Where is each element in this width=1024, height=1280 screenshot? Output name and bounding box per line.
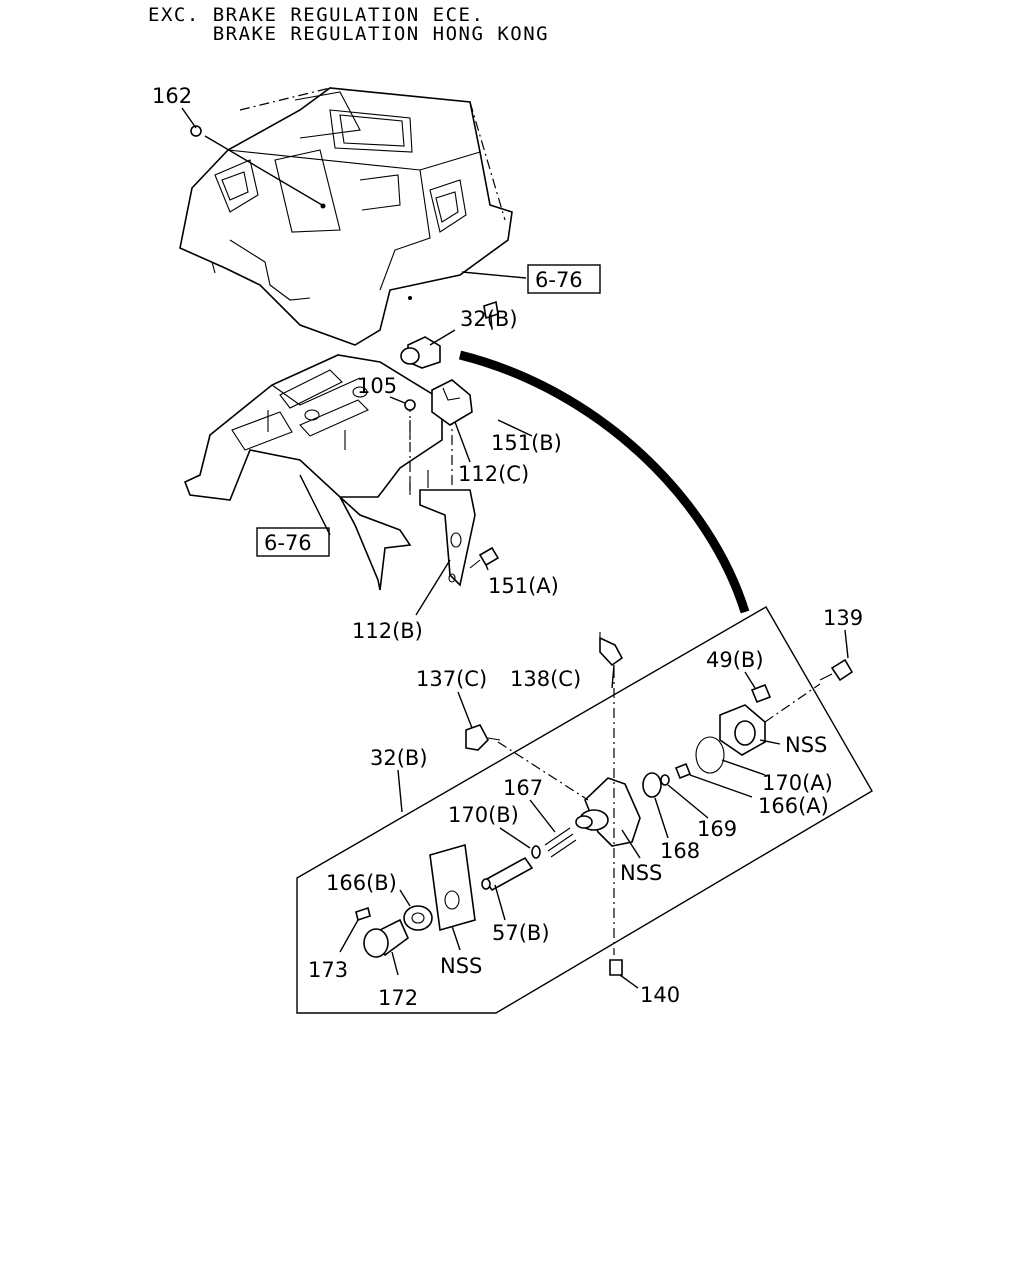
label-173: 173 [308,958,348,982]
label-6-76-b: 6-76 [264,531,312,555]
label-170a: 170(A) [762,771,833,795]
label-151a: 151(A) [488,574,559,598]
label-57b: 57(B) [492,921,550,945]
label-nss-1: NSS [785,733,827,757]
label-137c: 137(C) [416,667,487,691]
ref-box-6-76-b [256,527,330,557]
label-49b: 49(B) [706,648,764,672]
clamp-bracket [400,300,500,569]
header-line-1: EXC. BRAKE REGULATION ECE. [148,4,485,26]
label-nss-2: NSS [620,861,662,885]
label-139: 139 [823,606,863,630]
label-151b: 151(B) [491,431,562,455]
leader-lines [181,107,849,989]
console-cover [179,87,513,346]
label-162: 162 [152,84,192,108]
label-169: 169 [697,817,737,841]
label-105: 105 [357,374,397,398]
label-112b: 112(B) [352,619,423,643]
label-32b-top: 32(B) [460,307,518,331]
detail-box [296,606,873,1014]
label-138c: 138(C) [510,667,581,691]
label-166a: 166(A) [758,794,829,818]
ref-box-6-76-a [527,264,601,294]
label-168: 168 [660,839,700,863]
label-172: 172 [378,986,418,1010]
label-112c: 112(C) [458,462,529,486]
detail-parts [355,632,854,976]
label-32b-box: 32(B) [370,746,428,770]
bracket-plate [183,354,476,591]
label-6-76-a: 6-76 [535,268,583,292]
label-166b: 166(B) [326,871,397,895]
label-140: 140 [640,983,680,1007]
label-nss-3: NSS [440,954,482,978]
label-167: 167 [503,776,543,800]
detail-arrow [458,350,750,614]
header-line-2: BRAKE REGULATION HONG KONG [148,23,550,45]
label-170b: 170(B) [448,803,519,827]
